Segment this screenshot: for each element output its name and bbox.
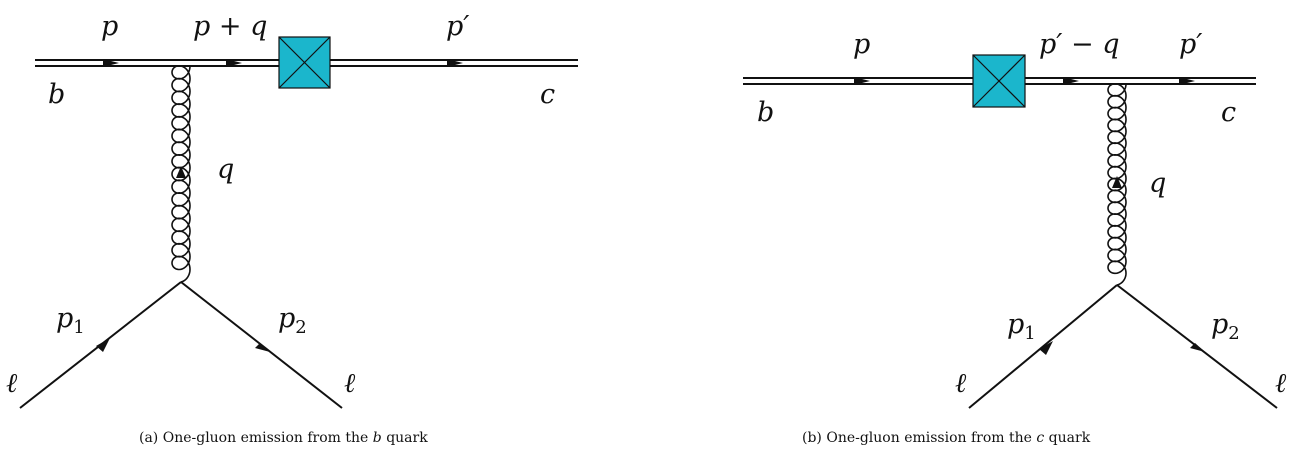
fermion-arrow	[1039, 341, 1205, 355]
label-lepton-in: ℓ	[6, 368, 18, 399]
current-vertex-icon	[972, 54, 1026, 108]
gluon-coil	[1107, 83, 1127, 286]
label-q: q	[1149, 168, 1166, 199]
fermion-arrow	[103, 59, 463, 67]
label-p-prime: p′	[446, 11, 469, 42]
label-p-prime-minus-q: p′ − q	[1039, 29, 1120, 60]
label-p-prime: p′	[1179, 29, 1202, 60]
label-c: c	[540, 79, 555, 110]
label-p: p	[853, 29, 870, 60]
label-q: q	[217, 154, 234, 185]
gluon-propagator	[171, 65, 191, 283]
label-b: b	[48, 79, 65, 110]
caption-b: (b) One-gluon emission from the c quark	[802, 430, 1091, 446]
gluon-propagator	[1107, 83, 1127, 286]
gluon-arrow	[1112, 176, 1122, 188]
label-b: b	[757, 97, 774, 128]
fermion-arrow	[96, 338, 270, 352]
label-p1: p1	[1007, 309, 1036, 344]
caption-a: (a) One-gluon emission from the b quark	[139, 430, 428, 446]
label-c: c	[1221, 97, 1236, 128]
diagram-a-svg: p p + q p′ b c q p1 p2 ℓ ℓ	[6, 11, 578, 409]
label-p: p	[101, 11, 118, 42]
label-lepton-out: ℓ	[344, 368, 356, 399]
diagram-a: p p + q p′ b c q p1 p2 ℓ ℓ (a) One-gluon…	[6, 11, 578, 446]
gluon-arrow	[176, 166, 186, 178]
label-p2: p2	[1211, 309, 1240, 344]
lepton-lines	[19, 281, 343, 409]
label-p2: p2	[278, 303, 307, 338]
label-lepton-out: ℓ	[1275, 368, 1287, 399]
label-p1: p1	[56, 303, 85, 338]
gluon-coil	[171, 65, 191, 283]
label-lepton-in: ℓ	[955, 368, 967, 399]
fermion-arrow	[854, 77, 1195, 85]
lepton-lines	[968, 284, 1278, 409]
diagram-b-svg: p p′ − q p′ b c q p1 p2 ℓ ℓ	[743, 29, 1287, 409]
current-vertex-icon	[278, 36, 331, 89]
diagram-b: p p′ − q p′ b c q p1 p2 ℓ ℓ (b) One-gluo…	[649, 0, 1298, 460]
label-p-plus-q: p + q	[193, 11, 267, 42]
